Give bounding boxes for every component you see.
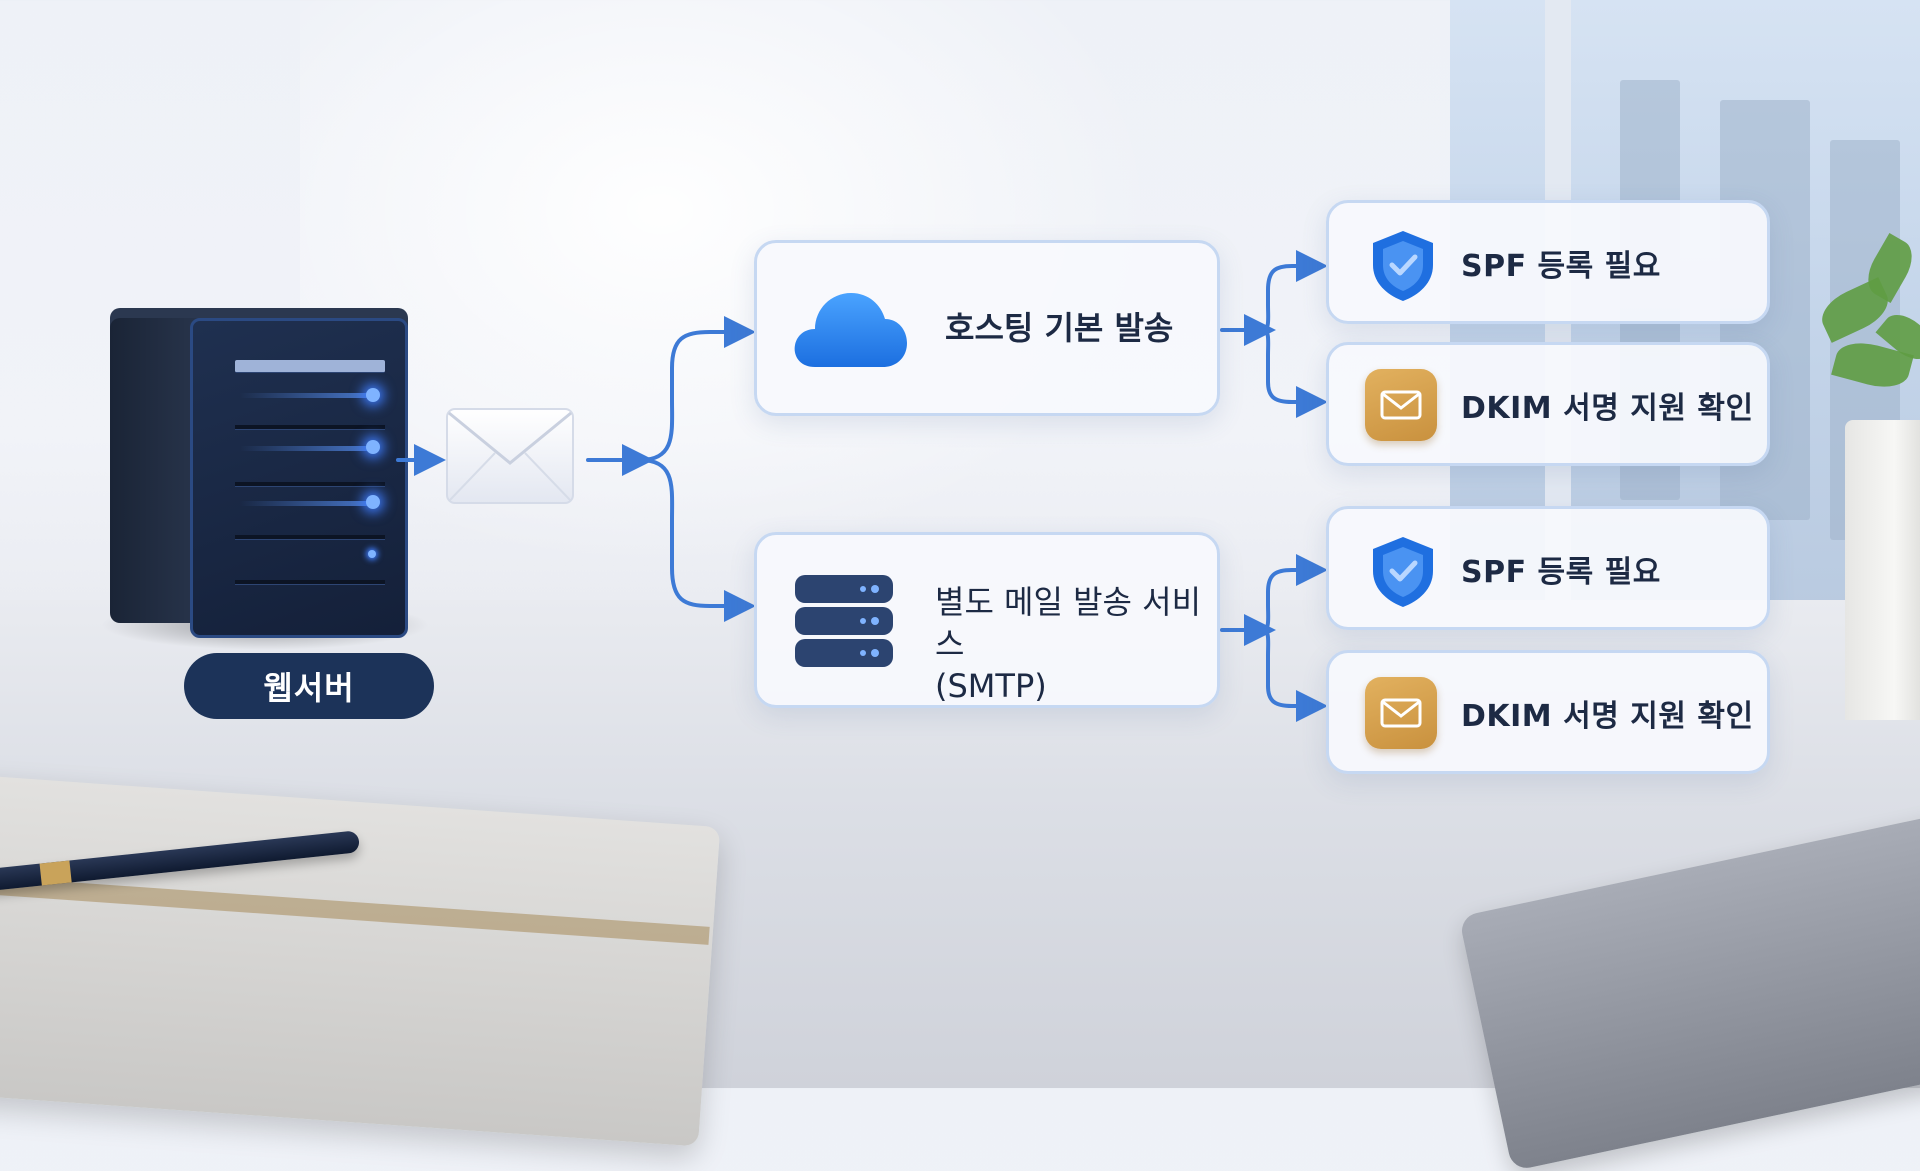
- mail-icon: [1365, 677, 1437, 749]
- status-led: [368, 550, 376, 558]
- method-card-smtp: 별도 메일 발송 서비스 (SMTP): [754, 532, 1220, 708]
- check-text: DKIM 서명 지원 확인: [1461, 391, 1754, 426]
- led-streak: [240, 501, 370, 506]
- drive-slot: [235, 425, 385, 430]
- drive-slot: [235, 580, 385, 585]
- arrow-hosting-to-spf: [1260, 250, 1328, 332]
- server-stack-icon: [795, 575, 893, 667]
- check-text: SPF 등록 필요: [1461, 555, 1661, 590]
- led-streak: [240, 393, 370, 398]
- arrow-hosting-to-dkim: [1260, 328, 1328, 418]
- led-streak: [240, 446, 370, 451]
- mail-glyph: [1380, 698, 1422, 728]
- shield-check-icon: [1373, 231, 1433, 301]
- drive-slot: [235, 482, 385, 487]
- mail-glyph: [1380, 390, 1422, 420]
- server-label: 웹서버: [184, 653, 434, 719]
- plant-pot: [1845, 420, 1920, 720]
- drive-slot: [235, 360, 385, 373]
- pen-band: [39, 860, 72, 886]
- status-led: [366, 440, 380, 454]
- method-title: 별도 메일 발송 서비스 (SMTP): [935, 583, 1202, 705]
- check-card-hosting-dkim: DKIM 서명 지원 확인: [1326, 342, 1770, 466]
- notebook: [0, 773, 721, 1147]
- envelope-icon: [446, 408, 574, 504]
- cloud-icon: [794, 293, 907, 367]
- check-card-smtp-dkim: DKIM 서명 지원 확인: [1326, 650, 1770, 774]
- status-led: [366, 495, 380, 509]
- status-led: [366, 388, 380, 402]
- check-card-hosting-spf: SPF 등록 필요: [1326, 200, 1770, 324]
- mail-icon: [1365, 369, 1437, 441]
- method-card-hosting: 호스팅 기본 발송: [754, 240, 1220, 416]
- check-text: SPF 등록 필요: [1461, 249, 1661, 284]
- shield-check-icon: [1373, 537, 1433, 607]
- method-title: 호스팅 기본 발송: [945, 309, 1174, 347]
- check-card-smtp-spf: SPF 등록 필요: [1326, 506, 1770, 630]
- check-text: DKIM 서명 지원 확인: [1461, 699, 1754, 734]
- drive-slot: [235, 535, 385, 540]
